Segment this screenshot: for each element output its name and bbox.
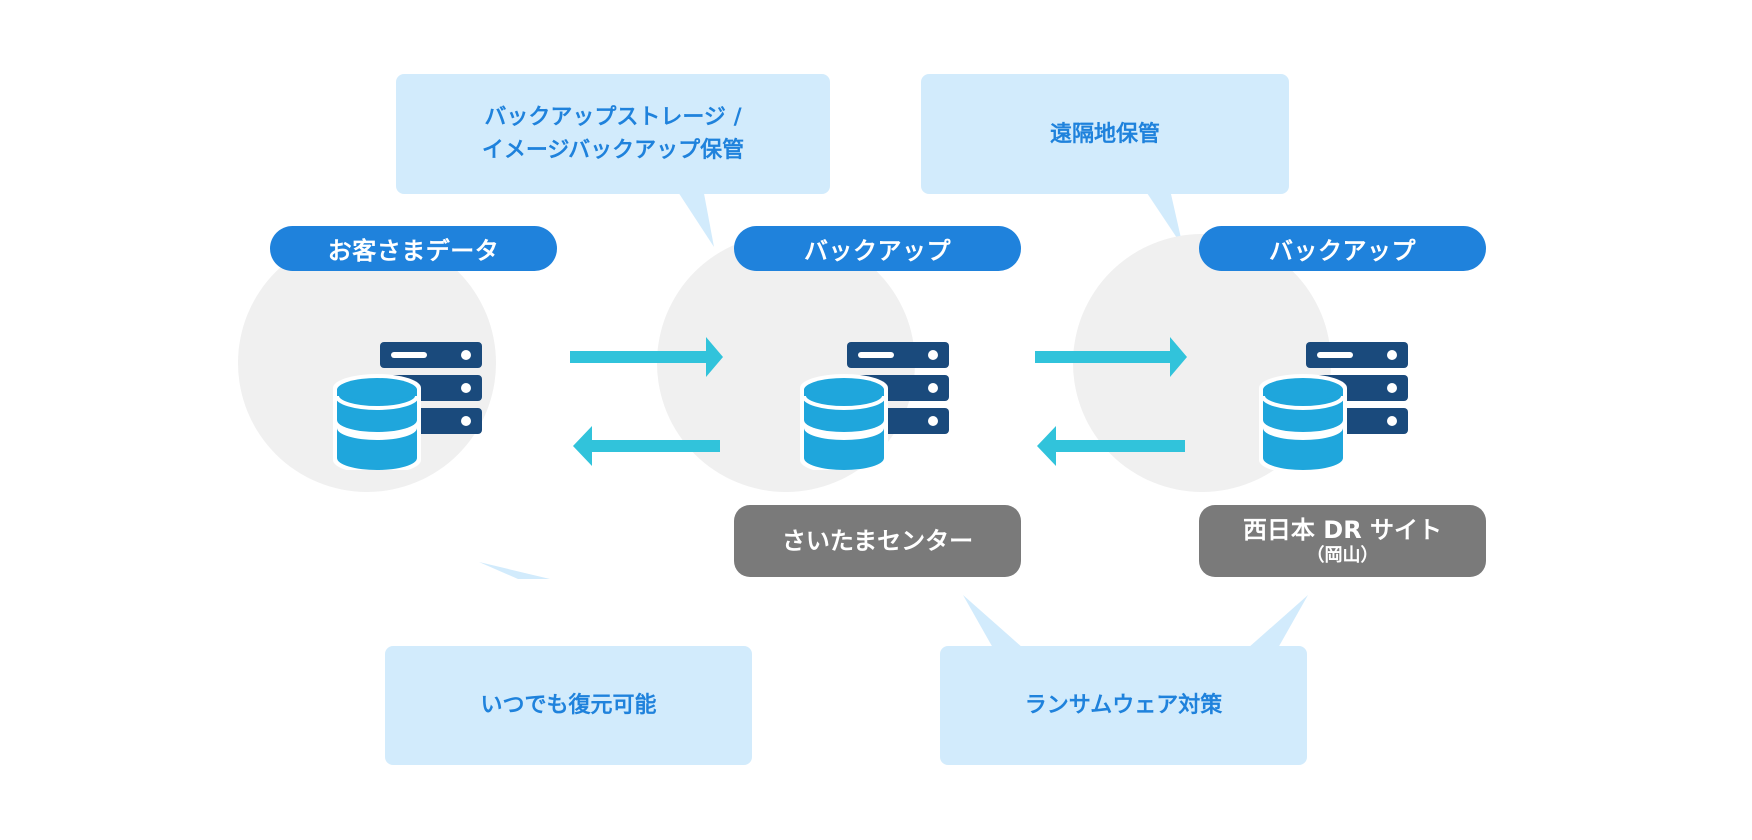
node-title-customer-data: お客さまデータ [270, 226, 557, 271]
location-name: 西日本 DR サイト [1242, 515, 1443, 544]
callout-tail-bottom-right [1248, 595, 1308, 648]
node-title-backup-west: バックアップ [1199, 226, 1486, 271]
location-label-saitama: さいたまセンター [734, 505, 1021, 577]
database-server-icon [333, 342, 482, 470]
database-cylinder [333, 374, 421, 470]
database-server-icon [1259, 342, 1408, 470]
callout-line: ランサムウェア対策 [1024, 693, 1223, 718]
callout-restore-anytime: いつでも復元可能 [385, 646, 752, 765]
callout-line: イメージバックアップ保管 [481, 138, 745, 163]
arrow-right-icon [1035, 337, 1187, 377]
arrow-right-icon [570, 337, 723, 377]
location-name: さいたまセンター [781, 526, 974, 555]
location-label-west-dr: 西日本 DR サイト （岡山） [1199, 505, 1486, 577]
callout-tail-bottom-left [479, 562, 550, 579]
arrow-left-icon [573, 426, 720, 466]
callout-tail-bottom-center [963, 595, 1023, 648]
node-title-backup-saitama: バックアップ [734, 226, 1021, 271]
callout-ransomware: ランサムウェア対策 [940, 646, 1307, 765]
callout-line: いつでも復元可能 [480, 693, 657, 718]
arrow-left-icon [1037, 426, 1185, 466]
database-server-icon [800, 342, 949, 470]
callout-line: バックアップストレージ / [484, 105, 742, 130]
callout-remote-storage: 遠隔地保管 [921, 74, 1289, 194]
callout-line: 遠隔地保管 [1049, 121, 1160, 147]
callout-backup-storage: バックアップストレージ / イメージバックアップ保管 [396, 74, 830, 194]
location-sub: （岡山） [1306, 544, 1379, 566]
